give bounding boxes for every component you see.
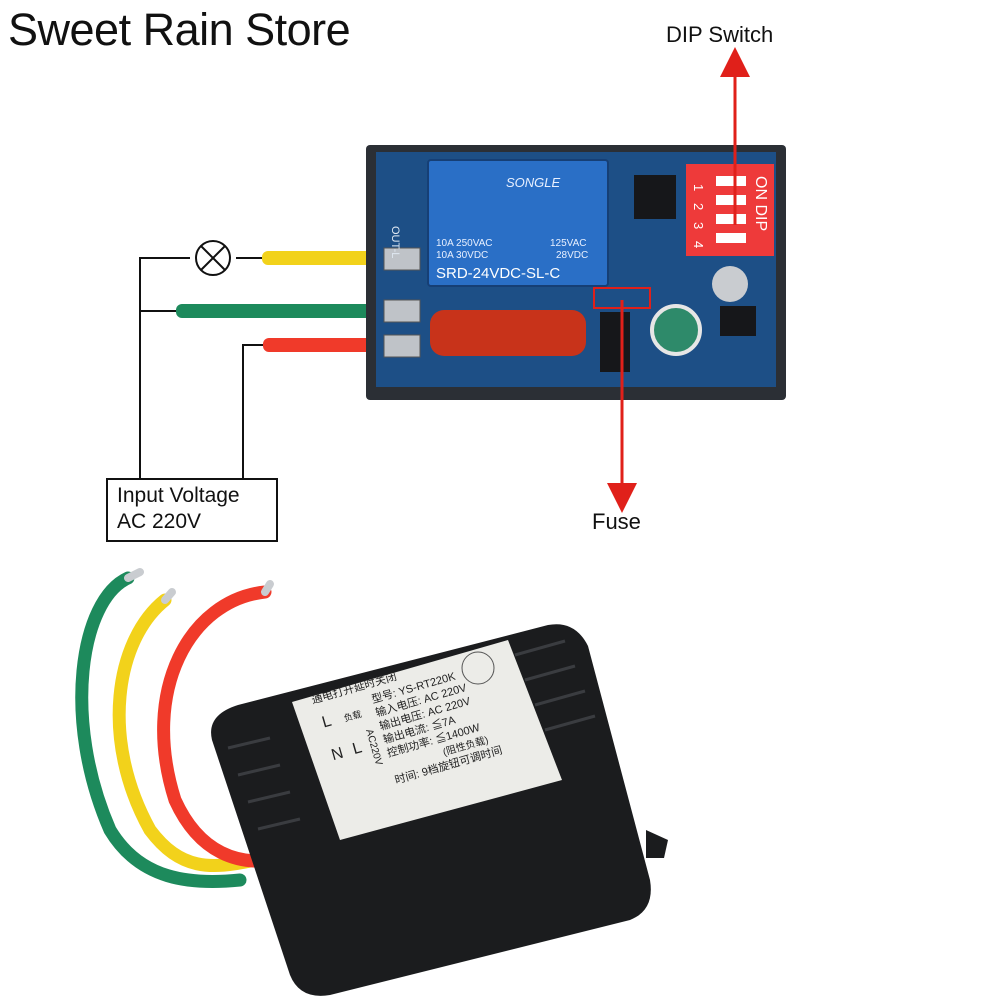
time-dial-icon <box>461 651 495 685</box>
dip-number: 3 <box>691 222 706 229</box>
wire-line-lamp <box>139 257 190 480</box>
yellow-wire <box>262 251 384 265</box>
ic-chip <box>634 175 676 219</box>
bridge-rectifier <box>600 312 630 372</box>
relay-model: SRD-24VDC-SL-C <box>436 265 560 282</box>
dip-lever <box>716 214 746 224</box>
terminal-letter: N <box>329 745 345 765</box>
transistor <box>720 306 756 336</box>
module-label <box>292 640 562 840</box>
load-text: 负载 <box>342 708 362 724</box>
dip-lever <box>716 195 746 205</box>
pcb-board: OUT-L SONGLE 10A 250VAC 10A 30VDC 125VAC… <box>366 145 786 400</box>
dip-lever <box>716 176 746 186</box>
store-name: Sweet Rain Store <box>8 4 351 55</box>
electrolytic-capacitor <box>650 304 702 356</box>
terminal-screw <box>383 247 421 271</box>
fuse-callout: Fuse <box>592 509 641 534</box>
board-wires <box>176 251 384 352</box>
dip-number: 4 <box>691 241 706 248</box>
module-wires <box>75 568 282 888</box>
green-wire <box>176 304 384 318</box>
relay-rating-right-1: 125VAC <box>550 238 587 249</box>
out-label: OUT-L <box>389 226 401 258</box>
potentiometer <box>712 266 748 302</box>
relay-brand: SONGLE <box>506 175 561 190</box>
terminal-screw <box>383 299 421 323</box>
film-capacitor <box>430 310 586 356</box>
dip-number: 2 <box>691 203 706 210</box>
input-voltage-line2: AC 220V <box>117 510 202 533</box>
terminal-screw <box>383 334 421 358</box>
module-body: 通电打开延时关闭 型号: YS-RT220K 输入电压: AC 220V 输出电… <box>211 624 668 996</box>
dip-number: 1 <box>691 184 706 191</box>
vent-slots <box>227 639 596 831</box>
relay-rating-left-1: 10A 250VAC <box>436 238 493 249</box>
dip-lever <box>716 233 746 243</box>
red-wire <box>263 338 384 352</box>
lamp-icon <box>195 240 231 276</box>
wire-line-red <box>242 344 263 480</box>
input-voltage-box: Input Voltage AC 220V <box>106 478 278 542</box>
relay-rating-right-2: 28VDC <box>556 250 588 261</box>
relay <box>427 159 609 287</box>
input-voltage-line1: Input Voltage <box>117 484 240 507</box>
relay-rating-left-2: 10A 30VDC <box>436 250 488 261</box>
dip-switch-callout: DIP Switch <box>666 22 774 47</box>
circuit-lines <box>139 257 263 480</box>
dip-on-text: ON DIP <box>752 176 769 231</box>
